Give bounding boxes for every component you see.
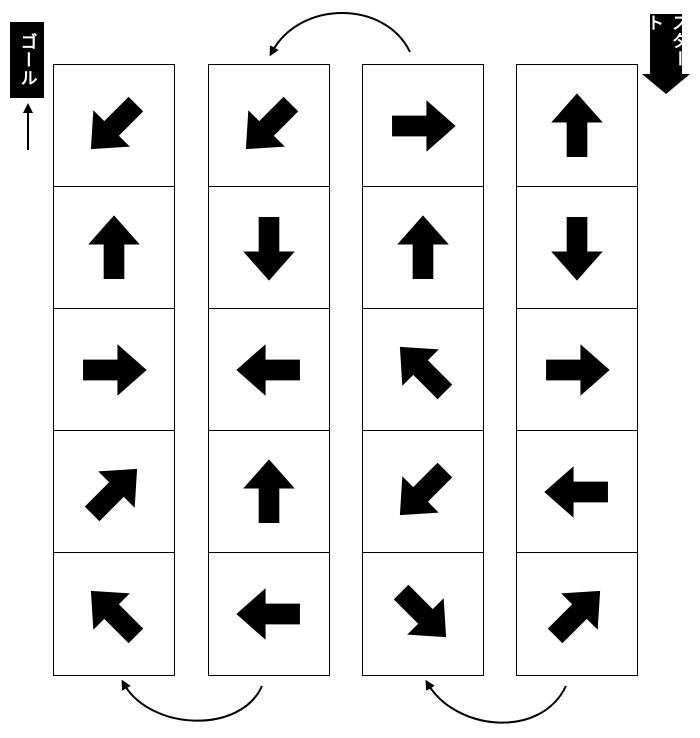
- grid-cell[interactable]: [54, 553, 174, 675]
- down-arrow-icon: [551, 216, 603, 281]
- down-left-arrow-icon: [90, 96, 144, 149]
- grid-cell[interactable]: [209, 431, 329, 553]
- grid-cell[interactable]: [209, 553, 329, 675]
- curved-arrow-col4-to-col3-bottom: [425, 679, 567, 724]
- grid-column-2: [208, 64, 330, 676]
- up-arrow-icon: [397, 214, 449, 279]
- grid-cell[interactable]: [54, 187, 174, 309]
- grid-cell[interactable]: [54, 431, 174, 553]
- grid-column-1: [53, 64, 175, 676]
- grid-cell[interactable]: [54, 309, 174, 431]
- grid-cell[interactable]: [517, 187, 637, 309]
- grid-column-3: [362, 64, 484, 676]
- grid-cell[interactable]: [363, 309, 483, 431]
- start-label-text: スタート: [643, 14, 688, 68]
- up-right-arrow-icon: [84, 468, 138, 521]
- grid-cell[interactable]: [209, 187, 329, 309]
- grid-cell[interactable]: [517, 431, 637, 553]
- down-right-arrow-icon: [393, 584, 447, 638]
- grid-cell[interactable]: [209, 65, 329, 187]
- right-arrow-icon: [83, 343, 147, 396]
- up-arrow-icon: [551, 92, 603, 157]
- start-label: スタート: [643, 14, 688, 74]
- grid-cell[interactable]: [363, 431, 483, 553]
- grid-cell[interactable]: [363, 553, 483, 675]
- grid-cell[interactable]: [517, 309, 637, 431]
- goal-label-text: ゴール: [16, 33, 37, 87]
- down-arrow-icon: [243, 216, 295, 281]
- curved-arrow-col2-to-col1-bottom: [121, 679, 263, 722]
- grid-cell[interactable]: [54, 65, 174, 187]
- down-left-arrow-icon: [245, 96, 299, 149]
- up-left-arrow-icon: [90, 590, 144, 644]
- grid-cell[interactable]: [363, 187, 483, 309]
- grid-cell[interactable]: [517, 553, 637, 675]
- left-arrow-icon: [544, 465, 608, 518]
- grid-cell[interactable]: [209, 309, 329, 431]
- curved-arrow-col3-to-col2-top: [269, 12, 411, 57]
- up-right-arrow-icon: [547, 590, 601, 644]
- grid-cell[interactable]: [363, 65, 483, 187]
- left-arrow-icon: [236, 343, 300, 396]
- up-arrow-icon: [88, 214, 140, 279]
- left-arrow-icon: [236, 588, 300, 640]
- up-left-arrow-icon: [399, 346, 453, 399]
- right-arrow-icon: [546, 343, 610, 396]
- grid-cell[interactable]: [517, 65, 637, 187]
- down-left-arrow-icon: [399, 462, 453, 515]
- up-arrow-icon: [243, 458, 295, 523]
- grid-column-4: [516, 64, 638, 676]
- goal-label: ゴール: [10, 22, 44, 98]
- right-arrow-icon: [392, 99, 456, 152]
